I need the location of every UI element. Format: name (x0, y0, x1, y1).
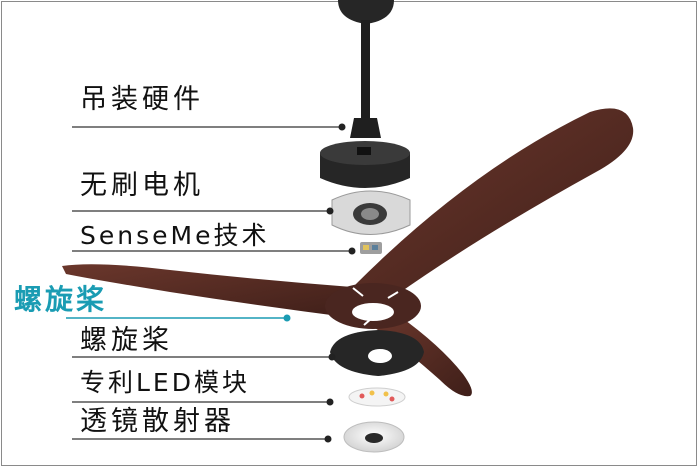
blade-hub-hole (352, 303, 394, 321)
leader-dots (324, 123, 356, 443)
label-brushless-motor: 无刷电机 (80, 170, 204, 201)
label-senseme: SenseMe技术 (80, 221, 270, 250)
leader-dot-accent (283, 314, 291, 322)
label-mount-hardware: 吊装硬件 (80, 84, 204, 115)
label-blade-highlight: 螺旋桨 (14, 283, 108, 316)
led-module (348, 387, 406, 407)
downrod (361, 20, 370, 120)
blade-upper (355, 108, 634, 297)
motor-housing-slot (357, 147, 371, 155)
ceiling-canopy (338, 0, 394, 24)
senseme-module (360, 242, 382, 254)
lower-housing-opening (368, 349, 392, 363)
label-blade: 螺旋桨 (80, 325, 173, 356)
label-lens-diffuser: 透镜散射器 (80, 406, 235, 437)
motor-yoke (350, 118, 381, 138)
leader-lines (72, 126, 352, 440)
label-led-module: 专利LED模块 (80, 368, 250, 397)
blade-left (62, 264, 354, 318)
